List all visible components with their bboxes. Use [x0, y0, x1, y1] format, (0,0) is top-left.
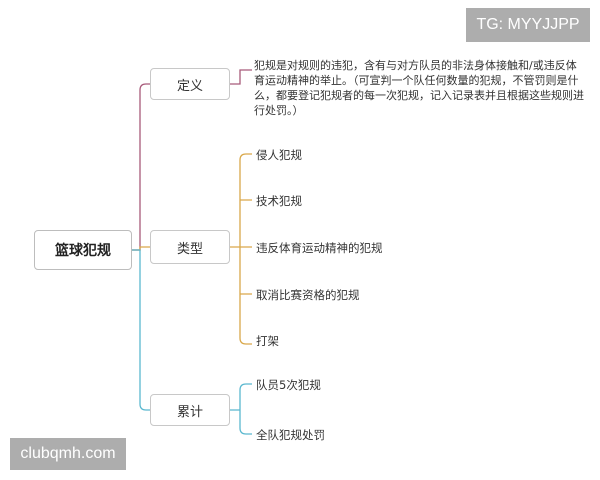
- type-leaf-fighting[interactable]: 打架: [256, 334, 279, 348]
- watermark-site: clubqmh.com: [10, 438, 126, 470]
- definition-node[interactable]: 定义: [150, 68, 230, 100]
- connector-root-cumulative: [132, 249, 150, 411]
- definition-text: 犯规是对规则的违犯，含有与对方队员的非法身体接触和/或违反体育运动精神的举止。（…: [254, 59, 584, 117]
- type-leaf-disqualifying-foul[interactable]: 取消比赛资格的犯规: [256, 288, 360, 302]
- type-leaf-unsportsmanlike-foul[interactable]: 违反体育运动精神的犯规: [256, 241, 383, 255]
- cumulative-node[interactable]: 累计: [150, 394, 230, 426]
- types-node[interactable]: 类型: [150, 230, 230, 264]
- cumulative-leaf-team-foul-penalty[interactable]: 全队犯规处罚: [256, 428, 325, 442]
- watermark-tg: TG: MYYJJPP: [466, 8, 590, 42]
- type-leaf-personal-foul[interactable]: 侵人犯规: [256, 148, 302, 162]
- cumulative-leaf-player-five-fouls[interactable]: 队员5次犯规: [256, 378, 321, 392]
- connector-cumulative-leaves: [230, 383, 252, 435]
- connector-types-leaves: [230, 153, 252, 345]
- connector-definition-text: [230, 69, 252, 85]
- type-leaf-technical-foul[interactable]: 技术犯规: [256, 194, 302, 208]
- root-node[interactable]: 篮球犯规: [34, 230, 132, 270]
- connector-root-definition: [132, 83, 150, 251]
